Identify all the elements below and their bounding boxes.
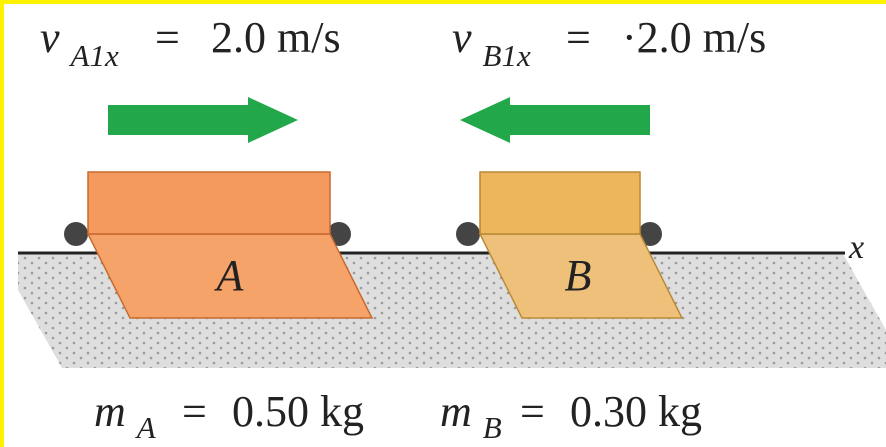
glider-a-top — [87, 171, 331, 235]
mass-b-symbol: m — [440, 387, 472, 436]
velocity-a-value: 2.0 m/s — [211, 13, 341, 62]
mass-b-equation: m B = 0.30 kg — [440, 387, 702, 447]
velocity-b-arrow — [460, 97, 650, 143]
x-axis-label: x — [848, 229, 864, 266]
mass-a-subscript: A — [135, 410, 157, 445]
velocity-a-symbol: v — [40, 13, 60, 62]
velocity-b-subscript: B1x — [483, 38, 531, 73]
glider-b-top — [479, 171, 641, 235]
velocity-b-value: ·2.0 m/s — [622, 13, 766, 62]
mass-a-equation: m A = 0.50 kg — [94, 387, 364, 447]
mass-b-equals: = — [520, 387, 545, 436]
glider-a-left-bumper — [64, 222, 88, 246]
glider-a-label: A — [214, 251, 245, 300]
glider-b-right-bumper — [638, 222, 662, 246]
mass-a-symbol: m — [94, 387, 126, 436]
velocity-b-equals: = — [566, 13, 591, 62]
mass-a-value: 0.50 kg — [232, 387, 364, 436]
velocity-b-equation: v B1x = ·2.0 m/s — [452, 13, 766, 76]
left-border-stripe — [0, 0, 4, 447]
mass-a-equals: = — [182, 387, 207, 436]
velocity-a-equals: = — [155, 13, 180, 62]
mass-b-value: 0.30 kg — [570, 387, 702, 436]
velocity-a-subscript: A1x — [69, 38, 119, 73]
velocity-a-arrow — [108, 97, 298, 143]
velocity-a-equation: v A1x = 2.0 m/s — [40, 13, 341, 76]
glider-b-label: B — [565, 251, 592, 300]
glider-b: B — [456, 171, 684, 319]
velocity-b-symbol: v — [452, 13, 472, 62]
top-border-stripe — [0, 0, 886, 4]
glider-b-left-bumper — [456, 222, 480, 246]
glider-a: A — [64, 171, 374, 319]
mass-b-subscript: B — [483, 410, 502, 445]
